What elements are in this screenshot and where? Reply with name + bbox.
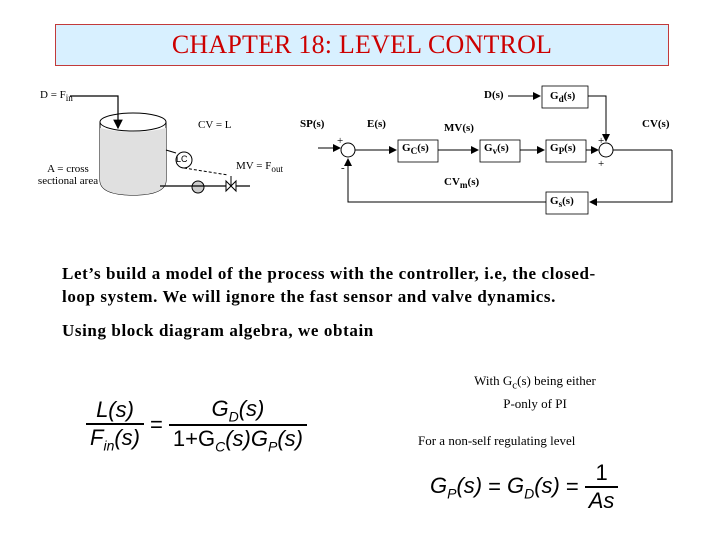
page-title: CHAPTER 18: LEVEL CONTROL	[171, 30, 553, 59]
closed-loop-equation: L(s) Fin(s) = GD(s) 1+GC(s)GP(s)	[86, 396, 307, 454]
gd-block	[541, 85, 589, 109]
tank	[99, 112, 167, 196]
gs-block	[545, 191, 589, 215]
paragraph-algebra: Using block diagram algebra, we obtain	[62, 321, 374, 340]
error-label: E(s)	[367, 118, 386, 130]
note-controller: With Gc(s) being either P-only of PI	[474, 373, 596, 411]
cvm-label: CVm(s)	[444, 176, 480, 191]
lc-label: LC	[176, 154, 188, 164]
lc-to-valve	[183, 167, 229, 176]
note-nonself-regulating: For a non-self regulating level	[418, 433, 576, 448]
mv-label: MV(s)	[444, 122, 474, 134]
block-diagram	[318, 85, 673, 215]
tank-area-label: A = cross sectional area	[37, 163, 99, 187]
cv-output-label: CV(s)	[642, 118, 670, 130]
minus-sign-fb: -	[341, 162, 345, 174]
valve-icon	[225, 176, 237, 193]
sp-label: SP(s)	[300, 118, 325, 130]
plus-sign-p: +	[598, 158, 605, 170]
inlet-line	[70, 95, 123, 130]
process-transfer-equation: GP(s) = GD(s) = 1 As	[430, 460, 619, 514]
pump-icon	[191, 180, 205, 194]
gv-label: Gv(s)	[484, 142, 509, 157]
mv-fout-label: MV = Fout	[236, 160, 284, 175]
plus-sign-sp: +	[337, 135, 344, 147]
disturbance-label: D = Fin	[40, 89, 73, 104]
cv-label: CV = L	[198, 119, 232, 131]
paragraph-intro: Let’s build a model of the process with …	[62, 262, 596, 308]
gp-label: GP(s)	[550, 142, 576, 157]
eq1-equals: =	[150, 412, 163, 438]
level-signal-line	[165, 149, 177, 154]
eq2-fraction: 1 As	[584, 460, 619, 514]
plus-sign-d: +	[598, 135, 605, 147]
eq1-lhs: L(s) Fin(s)	[86, 397, 145, 453]
paragraph-intro-line2: loop system. We will ignore the fast sen…	[62, 287, 556, 306]
gv-block	[479, 139, 521, 163]
paragraph-intro-line1: Let’s build a model of the process with …	[62, 264, 596, 283]
gc-block	[397, 139, 439, 163]
gc-label: GC(s)	[402, 142, 429, 157]
gd-label: Gd(s)	[550, 90, 576, 105]
title-banner: CHAPTER 18: LEVEL CONTROL	[55, 24, 669, 66]
gp-block	[545, 139, 587, 163]
eq1-rhs: GD(s) 1+GC(s)GP(s)	[168, 396, 307, 454]
gs-label: Gs(s)	[550, 195, 574, 210]
ds-label: D(s)	[484, 89, 504, 101]
